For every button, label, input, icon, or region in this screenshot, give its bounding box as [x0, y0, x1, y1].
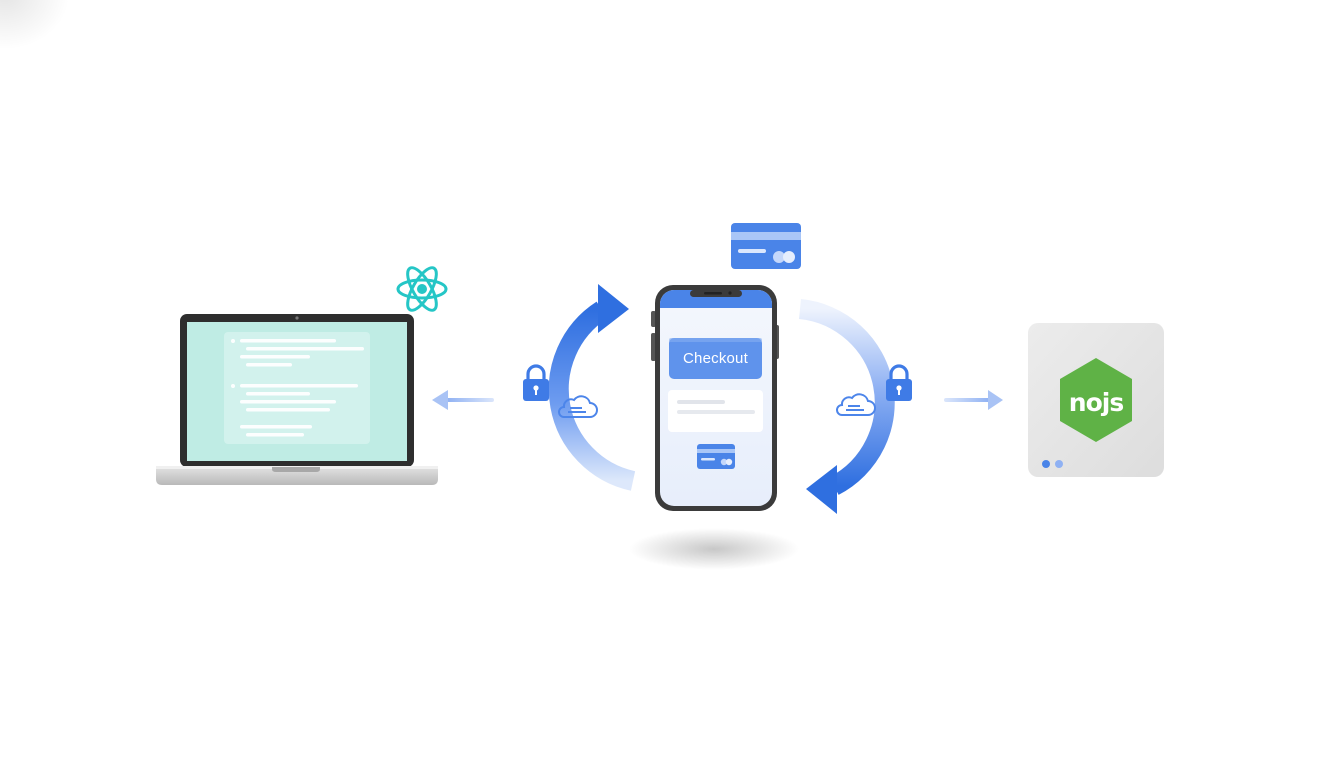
arrow-to-client [432, 390, 494, 410]
laptop-client [156, 314, 438, 485]
cloud-icon [836, 393, 876, 416]
phone-card-icon [697, 444, 735, 469]
smartphone [651, 285, 779, 511]
checkout-button[interactable]: Checkout [683, 350, 748, 367]
server-panel [1028, 323, 1164, 477]
react-atom-icon [396, 266, 448, 312]
padlock-icon [886, 364, 912, 401]
credit-card-icon [731, 223, 801, 269]
code-lines [231, 339, 364, 437]
cloud-icon [558, 395, 598, 418]
nodejs-logo-text: nojs [1068, 387, 1124, 417]
nodejs-hexagon-icon [1060, 358, 1132, 442]
padlock-icon [523, 364, 549, 401]
arrow-to-server [944, 390, 1003, 410]
phone-shadow [628, 528, 800, 570]
arrow-client-to-phone [548, 284, 636, 491]
arrow-server-to-phone [798, 299, 895, 514]
